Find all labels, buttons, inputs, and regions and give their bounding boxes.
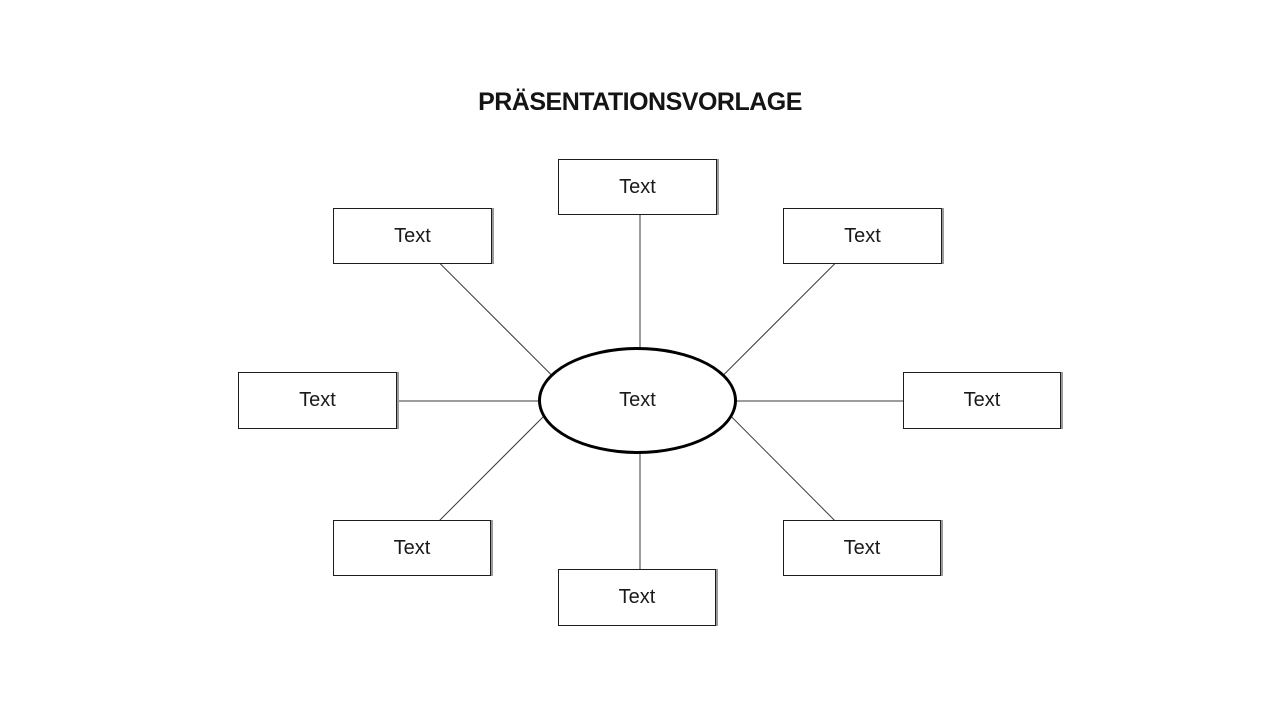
node-top-right-label: Text <box>844 224 881 247</box>
node-right-label: Text <box>963 389 1001 411</box>
diagram-title: PRÄSENTATIONSVORLAGE <box>478 88 802 116</box>
node-top-left[interactable]: Text <box>333 208 492 264</box>
center-ellipse[interactable]: Text <box>538 347 737 454</box>
node-left[interactable]: Text <box>238 372 397 429</box>
node-top-right[interactable]: Text <box>783 208 942 264</box>
node-bottom[interactable]: Text <box>558 569 716 626</box>
node-bottom-left[interactable]: Text <box>333 520 491 576</box>
node-bottom-right[interactable]: Text <box>783 520 941 576</box>
node-top[interactable]: Text <box>558 159 717 215</box>
node-bottom-left-label: Text <box>393 536 431 559</box>
node-bottom-label: Text <box>618 586 656 608</box>
node-left-label: Text <box>299 389 336 411</box>
node-bottom-right-label: Text <box>843 536 881 559</box>
node-top-label: Text <box>619 175 656 198</box>
center-ellipse-label: Text <box>619 389 656 411</box>
node-right[interactable]: Text <box>903 372 1061 429</box>
node-top-left-label: Text <box>394 224 431 247</box>
